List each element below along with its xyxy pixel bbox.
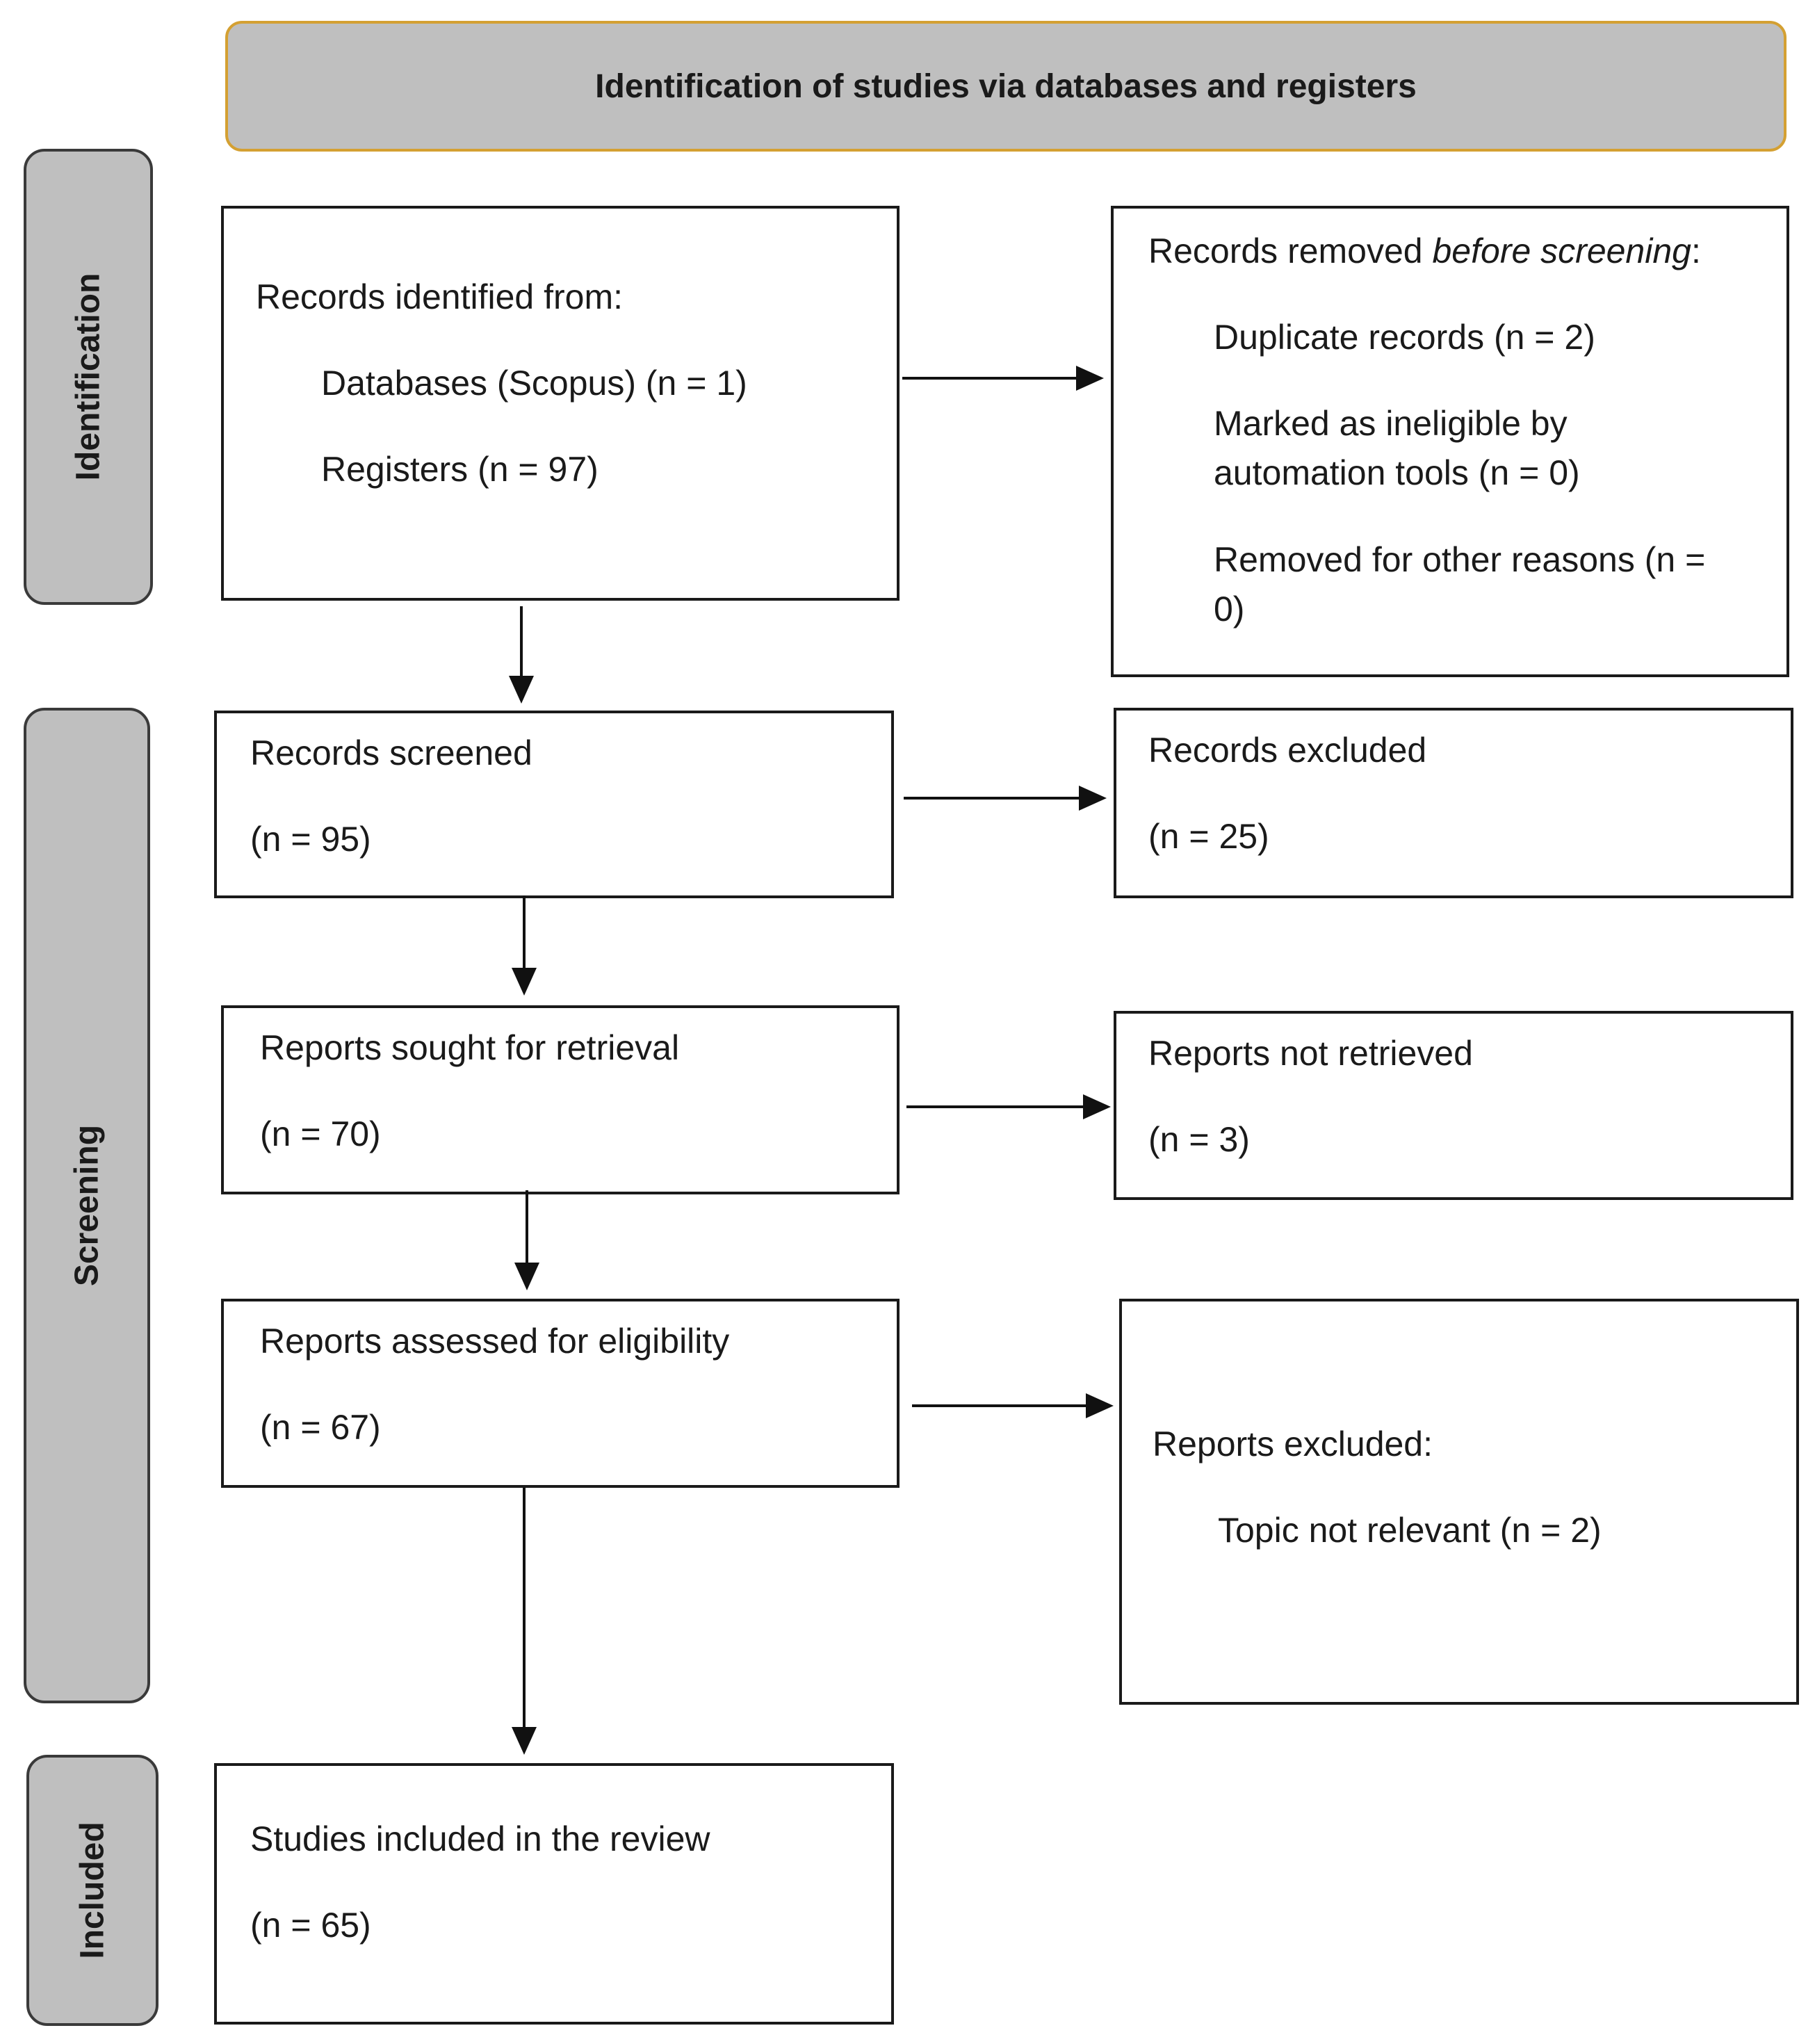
registers-count: Registers (n = 97): [321, 450, 599, 489]
records-excluded-title: Records excluded: [1148, 731, 1427, 770]
reports-excluded-title: Reports excluded:: [1153, 1425, 1433, 1463]
phase-included: Included: [26, 1755, 158, 2026]
records-removed-box: Records removed before screening: Duplic…: [1111, 206, 1789, 677]
records-excluded-box: Records excluded (n = 25): [1114, 708, 1793, 898]
reports-not-retrieved-title: Reports not retrieved: [1148, 1034, 1473, 1073]
other-reasons-line1: Removed for other reasons (n =: [1214, 540, 1706, 579]
arrowhead-assessed-to-excluded: [1086, 1393, 1114, 1418]
phase-identification-label: Identification: [70, 273, 107, 481]
records-excluded-count: (n = 25): [1148, 817, 1269, 856]
automation-ineligible-line1: Marked as ineligible by: [1214, 404, 1568, 443]
reports-not-retrieved-count: (n = 3): [1148, 1120, 1250, 1159]
duplicate-records-count: Duplicate records (n = 2): [1214, 318, 1595, 357]
records-screened-count: (n = 95): [250, 820, 371, 859]
other-reasons-line2: 0): [1214, 590, 1245, 628]
reports-not-retrieved-box: Reports not retrieved (n = 3): [1114, 1011, 1793, 1200]
records-screened-box: Records screened (n = 95): [214, 711, 894, 898]
arrowhead-identified-to-screened: [509, 676, 534, 704]
records-removed-title: Records removed before screening:: [1148, 232, 1701, 270]
arrowhead-assessed-to-included: [512, 1727, 537, 1755]
phase-included-label: Included: [74, 1822, 111, 1959]
header-banner: Identification of studies via databases …: [225, 21, 1786, 152]
reports-assessed-box: Reports assessed for eligibility (n = 67…: [221, 1299, 900, 1488]
phase-identification: Identification: [24, 149, 153, 605]
reports-assessed-title: Reports assessed for eligibility: [260, 1322, 730, 1361]
reports-excluded-box: Reports excluded: Topic not relevant (n …: [1119, 1299, 1799, 1705]
studies-included-box: Studies included in the review (n = 65): [214, 1763, 894, 2025]
reports-assessed-count: (n = 67): [260, 1408, 381, 1447]
phase-screening-label: Screening: [68, 1124, 106, 1287]
reports-sought-title: Reports sought for retrieval: [260, 1028, 680, 1067]
reports-sought-count: (n = 70): [260, 1114, 381, 1153]
arrowhead-screened-to-excluded: [1079, 786, 1107, 811]
arrowhead-sought-to-assessed: [514, 1263, 539, 1290]
studies-included-count: (n = 65): [250, 1906, 371, 1945]
topic-not-relevant-count: Topic not relevant (n = 2): [1218, 1511, 1602, 1550]
records-identified-title: Records identified from:: [256, 277, 624, 316]
records-identified-box: Records identified from: Databases (Scop…: [221, 206, 900, 601]
automation-ineligible-line2: automation tools (n = 0): [1214, 453, 1580, 492]
arrowhead-screened-to-sought: [512, 968, 537, 996]
arrowhead-sought-to-not-retrieved: [1083, 1094, 1111, 1119]
studies-included-title: Studies included in the review: [250, 1819, 710, 1858]
reports-sought-box: Reports sought for retrieval (n = 70): [221, 1005, 900, 1194]
header-title: Identification of studies via databases …: [595, 67, 1417, 105]
arrowhead-identified-to-removed: [1076, 366, 1104, 391]
phase-screening: Screening: [24, 708, 150, 1703]
records-screened-title: Records screened: [250, 733, 532, 772]
databases-count: Databases (Scopus) (n = 1): [321, 364, 747, 403]
